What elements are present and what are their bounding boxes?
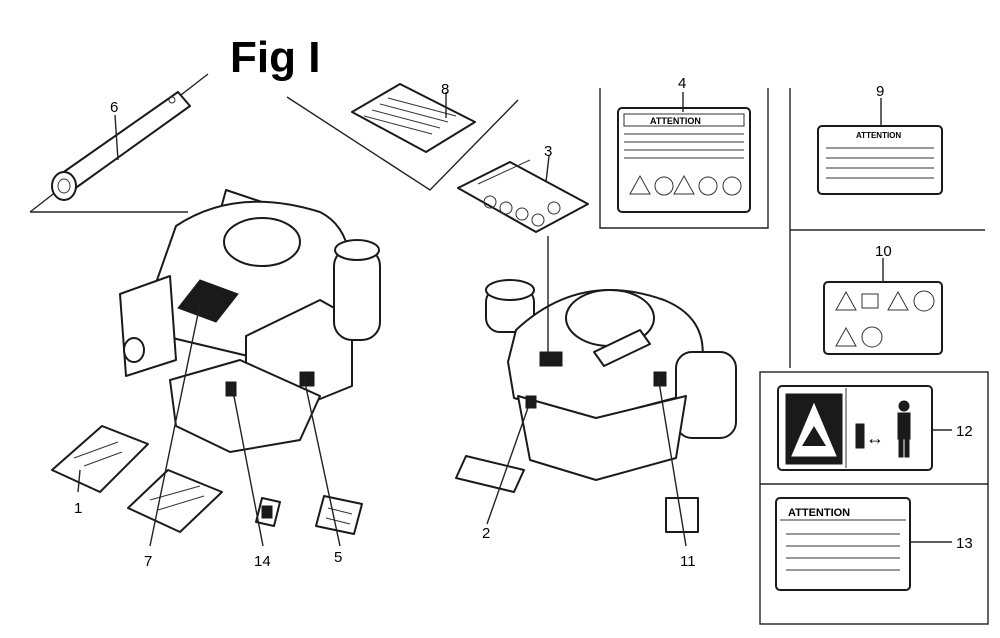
decal-1 [51,425,149,493]
decal-4-heading: ATTENTION [650,116,701,126]
decal-7 [127,469,223,533]
callout-12: 12 [956,423,973,440]
decal-3-icons [457,159,589,233]
leader-lines [77,92,952,547]
callout-6: 6 [110,99,118,116]
decal-13-heading: ATTENTION [788,507,850,519]
right-engine [485,279,737,481]
decal-13-attention: ATTENTION [775,497,911,591]
right-panel-frame [759,88,989,625]
callout-4: 4 [678,75,686,92]
left-engine [119,189,381,453]
callout-11: 11 [680,553,696,570]
decal-2 [455,455,525,493]
callout-7: 7 [144,553,152,570]
decal-10-icons [823,281,943,355]
callout-1: 1 [74,500,82,517]
callout-14: 14 [254,553,271,570]
callout-2: 2 [482,525,490,542]
callout-5: 5 [334,549,342,566]
decal-11 [665,497,699,533]
callout-13: 13 [956,535,973,552]
decal-4-attention-icons: ATTENTION [599,88,769,229]
decal-5 [315,495,363,535]
callout-8: 8 [441,81,449,98]
decal-8-frame [286,83,519,191]
decal-9-attention: ATTENTION [817,125,943,195]
figure-title: Fig I [230,33,320,82]
svg-text:↔: ↔ [866,428,884,448]
callout-10: 10 [875,243,892,260]
callout-3: 3 [544,143,552,160]
callout-numbers: 1 2 3 4 5 6 7 8 9 10 11 12 13 14 [74,75,973,570]
decal-14 [255,497,281,527]
decal-12-hazard: ↔ [777,385,933,471]
callout-9: 9 [876,83,884,100]
tube-wrench-part [29,73,209,213]
decal-9-heading: ATTENTION [856,131,901,140]
